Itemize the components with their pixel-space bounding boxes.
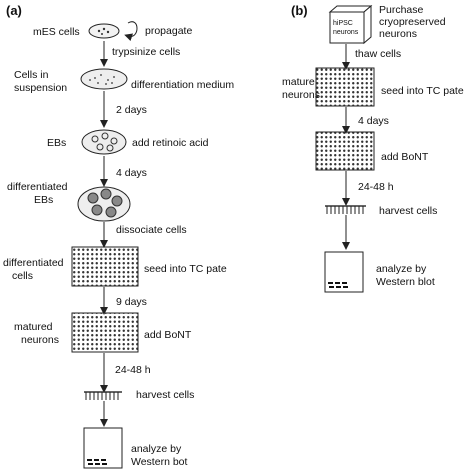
panel-a-label: (a): [6, 3, 22, 18]
matured-label-1: matured: [14, 321, 53, 333]
dissociate-label: dissociate cells: [116, 224, 187, 236]
tc-plate-b1: [315, 67, 375, 107]
diff-medium-label: differentiation medium: [131, 79, 234, 91]
petri-dish-mes: [88, 23, 120, 39]
petri-dish-ebs: [81, 129, 127, 155]
western-blot-a: [83, 427, 123, 469]
add-bont-a-label: add BoNT: [144, 329, 192, 341]
four-days-b-label: 4 days: [358, 115, 389, 127]
nine-days-label: 9 days: [116, 296, 147, 308]
tc-plate-2: [71, 312, 139, 353]
panel-b-label: (b): [291, 3, 308, 18]
hours-b-label: 24-48 h: [358, 181, 394, 193]
tc-plate-1: [71, 246, 139, 287]
diff-cells-label-1: differentiated: [3, 257, 64, 269]
seed-b-label: seed into TC pate: [381, 85, 464, 97]
western-blot-b: [324, 251, 364, 293]
retinoic-label: add retinoic acid: [132, 137, 209, 149]
hipsc-box: [328, 4, 373, 45]
petri-dish-diff-ebs: [77, 186, 131, 222]
four-days-a-label: 4 days: [116, 167, 147, 179]
propagate-loop-arrow: [124, 21, 138, 42]
harvest-b-label: harvest cells: [379, 205, 437, 217]
diff-ebs-label: EBs: [34, 194, 53, 206]
mature-label-2: neurons: [282, 89, 320, 101]
harvest-a-label: harvest cells: [136, 389, 194, 401]
purchase-label-2: cryopreserved: [379, 16, 446, 28]
hours-a-label: 24-48 h: [115, 364, 151, 376]
harvest-tubes-b: [325, 205, 366, 214]
analyze-a-label-2: Western bot: [131, 456, 187, 468]
seed-a-label: seed into TC pate: [144, 263, 227, 275]
harvest-tubes-a: [84, 391, 122, 400]
analyze-b-label-2: Western blot: [376, 276, 435, 288]
analyze-a-label-1: analyze by: [131, 443, 182, 455]
two-days-label: 2 days: [116, 104, 147, 116]
ebs-label: EBs: [47, 137, 66, 149]
mes-cells-label: mES cells: [33, 26, 80, 38]
purchase-label-1: Purchase: [379, 4, 424, 16]
box-label-2: neurons: [333, 29, 359, 36]
matured-label-2: neurons: [21, 334, 59, 346]
tc-plate-b2: [315, 131, 375, 171]
differentiated-label: differentiated: [7, 181, 68, 193]
analyze-b-label-1: analyze by: [376, 263, 427, 275]
diff-cells-label-2: cells: [12, 270, 33, 282]
add-bont-b-label: add BoNT: [381, 151, 429, 163]
petri-dish-suspension: [80, 68, 128, 90]
thaw-label: thaw cells: [355, 48, 401, 60]
propagate-label: propagate: [145, 25, 192, 37]
mature-label-1: mature: [282, 76, 315, 88]
trypsinize-label: trypsinize cells: [112, 46, 180, 58]
suspension-label: suspension: [14, 82, 67, 94]
cells-in-label: Cells in: [14, 69, 49, 81]
box-label-1: hiPSC: [333, 20, 353, 27]
purchase-label-3: neurons: [379, 28, 417, 40]
